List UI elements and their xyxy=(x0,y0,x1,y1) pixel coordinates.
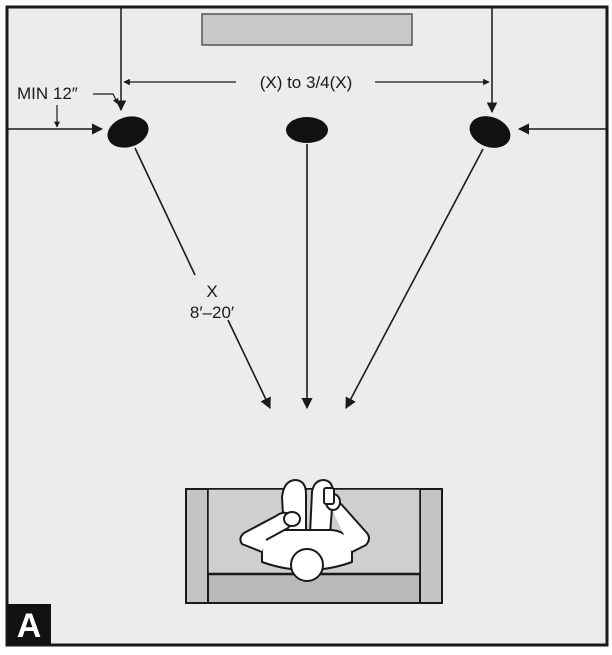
panel-letter: A xyxy=(17,607,42,645)
panel-letter-badge xyxy=(7,604,51,645)
left-speaker xyxy=(107,116,149,148)
person-head xyxy=(290,548,324,582)
distance-symbol-label: X xyxy=(206,282,217,301)
left-speaker-path-upper xyxy=(134,147,196,276)
listener-person xyxy=(239,479,370,582)
remote-control xyxy=(323,487,335,505)
sofa-right-arm xyxy=(419,488,443,604)
tv-screen xyxy=(201,13,413,46)
wall-clearance-label: MIN 12″ xyxy=(17,84,78,103)
speaker-spacing-label: (X) to 3/4(X) xyxy=(260,73,353,92)
distance-range-label: 8′–20′ xyxy=(190,303,234,322)
right-speaker xyxy=(469,116,511,148)
wall-clearance-pointer xyxy=(93,93,119,105)
sofa-left-arm xyxy=(185,488,209,604)
person-left-hand xyxy=(283,511,301,527)
left-speaker-path-lower xyxy=(227,319,271,410)
center-speaker xyxy=(286,117,328,143)
right-speaker-path xyxy=(345,148,484,409)
